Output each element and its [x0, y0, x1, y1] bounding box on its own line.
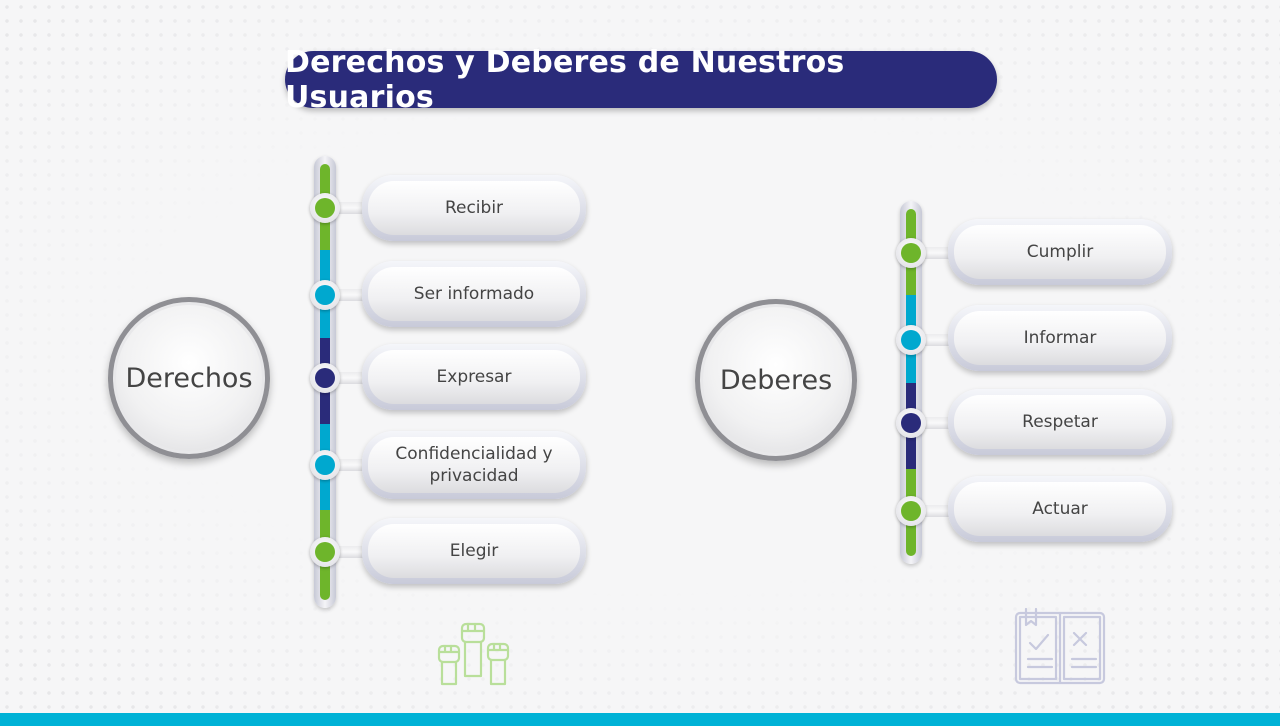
node-dot: [896, 238, 926, 268]
deberes-circle: Deberes: [695, 299, 857, 461]
item-label: Elegir: [368, 524, 580, 578]
node-dot: [896, 496, 926, 526]
item-label: Confidencialidad y privacidad: [368, 437, 580, 493]
checklist-book-icon: [1014, 607, 1106, 685]
item-label: Actuar: [954, 482, 1166, 536]
node-dot: [310, 537, 340, 567]
node-dot: [310, 450, 340, 480]
node-dot: [310, 193, 340, 223]
raised-fists-icon: [437, 622, 510, 686]
derechos-label: Derechos: [125, 362, 253, 394]
node-dot: [896, 408, 926, 438]
item-label: Informar: [954, 311, 1166, 365]
node-dot: [310, 280, 340, 310]
item-label: Expresar: [368, 350, 580, 404]
page-title: Derechos y Deberes de Nuestros Usuarios: [285, 45, 997, 115]
node-dot: [310, 363, 340, 393]
node-dot: [896, 325, 926, 355]
item-label: Recibir: [368, 181, 580, 235]
derechos-circle: Derechos: [108, 297, 270, 459]
item-label: Ser informado: [368, 267, 580, 321]
bottom-accent-bar: [0, 713, 1280, 726]
item-label: Cumplir: [954, 225, 1166, 279]
deberes-label: Deberes: [719, 364, 833, 396]
item-label: Respetar: [954, 395, 1166, 449]
